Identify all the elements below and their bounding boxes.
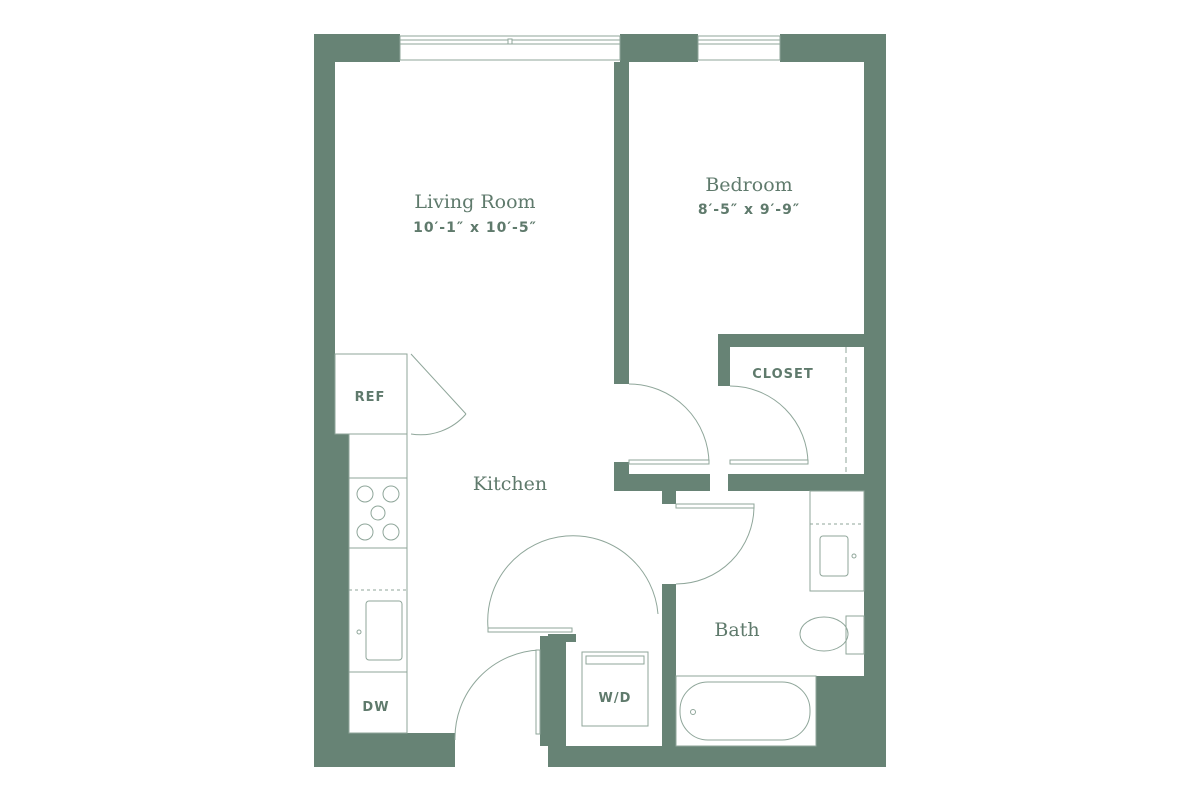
living-room-label: Living Room	[414, 191, 535, 213]
faucet-icon	[851, 553, 857, 559]
burner-icon	[382, 523, 400, 541]
doors	[410, 353, 809, 741]
window-bedroom	[697, 35, 781, 61]
door-laundry	[487, 535, 659, 633]
wall-bath-corner	[816, 676, 886, 767]
washer-dryer-label: W/D	[599, 691, 632, 706]
burner-icon	[356, 523, 374, 541]
bath-fixtures	[675, 490, 865, 747]
drain-icon	[690, 709, 696, 715]
window-living-room	[399, 35, 621, 61]
door-bedroom	[628, 383, 710, 465]
room-labels: Living Room 10′-1″ x 10′-5″ Bedroom 8′-5…	[355, 174, 814, 715]
refrigerator-label: REF	[355, 390, 386, 405]
wall-wd-left	[548, 634, 566, 767]
wall-top-middle	[620, 34, 698, 62]
counter	[348, 433, 408, 734]
windows	[399, 35, 781, 61]
dishwasher-label: DW	[362, 700, 389, 715]
wall-right	[864, 34, 886, 767]
faucet-icon	[356, 629, 362, 635]
wall-bottom-left	[314, 733, 455, 767]
wall-hall-bath	[614, 474, 710, 491]
kitchen-label: Kitchen	[473, 473, 547, 495]
wall-wd-top	[548, 634, 576, 642]
door-refrigerator	[410, 353, 467, 436]
bathtub	[675, 675, 817, 747]
washer-dryer	[581, 651, 649, 727]
wall-stub-small	[662, 490, 676, 504]
burner-icon	[356, 485, 374, 503]
bath-sink	[819, 535, 849, 577]
kitchen-fixtures	[334, 353, 408, 734]
toilet	[799, 615, 865, 655]
wall-left-lower-inner	[314, 434, 349, 767]
bedroom-label: Bedroom	[705, 174, 792, 196]
stove	[348, 477, 408, 549]
wall-living-bedroom	[614, 62, 629, 384]
wall-closet-top	[718, 334, 886, 347]
walls	[314, 34, 886, 767]
closet-label: CLOSET	[752, 367, 814, 382]
door-bath	[675, 503, 755, 585]
wall-bedroom-bath	[728, 474, 886, 491]
door-closet	[729, 385, 809, 465]
vanity	[809, 490, 865, 592]
burner-icon	[382, 485, 400, 503]
wall-bottom-right	[548, 746, 886, 767]
living-room-dimensions: 10′-1″ x 10′-5″	[413, 220, 537, 236]
kitchen-sink	[365, 600, 403, 661]
wall-bath-left	[662, 584, 676, 746]
door-entry	[454, 649, 541, 741]
wall-closet-left	[718, 334, 730, 386]
wall-wd-stub	[540, 636, 550, 746]
bedroom-dimensions: 8′-5″ x 9′-9″	[698, 202, 800, 218]
bath-label: Bath	[714, 619, 759, 641]
